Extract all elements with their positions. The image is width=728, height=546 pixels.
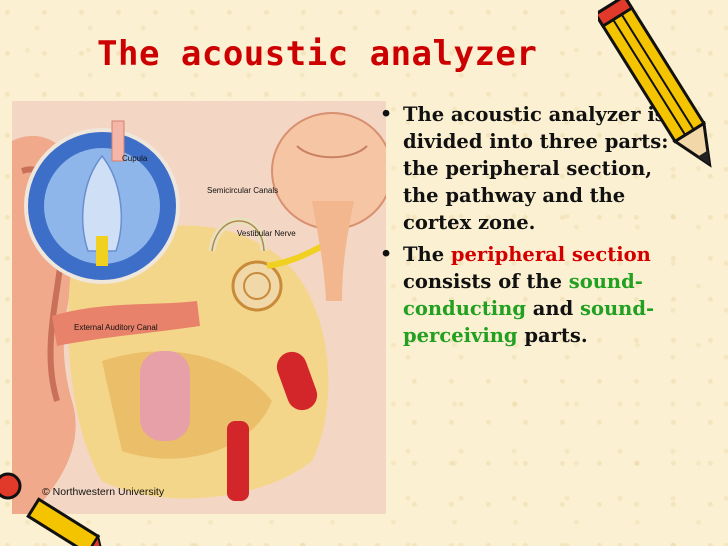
bullet-2-part: sound-perceiving: [403, 297, 655, 347]
external-auditory-canal-label: External Auditory Canal: [74, 323, 158, 332]
bullet-glyph: •: [380, 103, 393, 125]
bullet-2-part: peripheral section: [450, 243, 651, 266]
bullet-list: • The acoustic analyzer is divided into …: [370, 101, 670, 354]
bullet-2-part: parts.: [517, 324, 588, 347]
bullet-glyph: •: [380, 243, 393, 265]
copyright-text: © Northwestern University: [42, 486, 165, 498]
bullet-1-text: The acoustic analyzer is divided into th…: [403, 103, 669, 234]
bullet-2-part: The: [403, 243, 451, 266]
ear-anatomy-figure: Cupula Semicircular Canals Vestibular Ne…: [12, 101, 386, 514]
vestibular-nerve-label: Vestibular Nerve: [237, 229, 296, 238]
slide-title: The acoustic analyzer: [97, 34, 538, 74]
ear-anatomy-illustration: Cupula Semicircular Canals Vestibular Ne…: [12, 101, 386, 514]
bullet-item-1: • The acoustic analyzer is divided into …: [370, 101, 670, 236]
bullet-2-text: The peripheral section consists of the s…: [403, 243, 654, 347]
bullet-2-part: sound-conducting: [403, 270, 643, 320]
semicircular-canals-label: Semicircular Canals: [207, 186, 278, 195]
bullet-2-part: and: [525, 297, 581, 320]
pencil-icon: [0, 472, 103, 546]
cupula-label: Cupula: [122, 154, 148, 163]
pencil-icon: [598, 0, 712, 168]
bullet-item-2: • The peripheral section consists of the…: [370, 241, 670, 349]
bullet-2-part: consists of the: [403, 270, 569, 293]
